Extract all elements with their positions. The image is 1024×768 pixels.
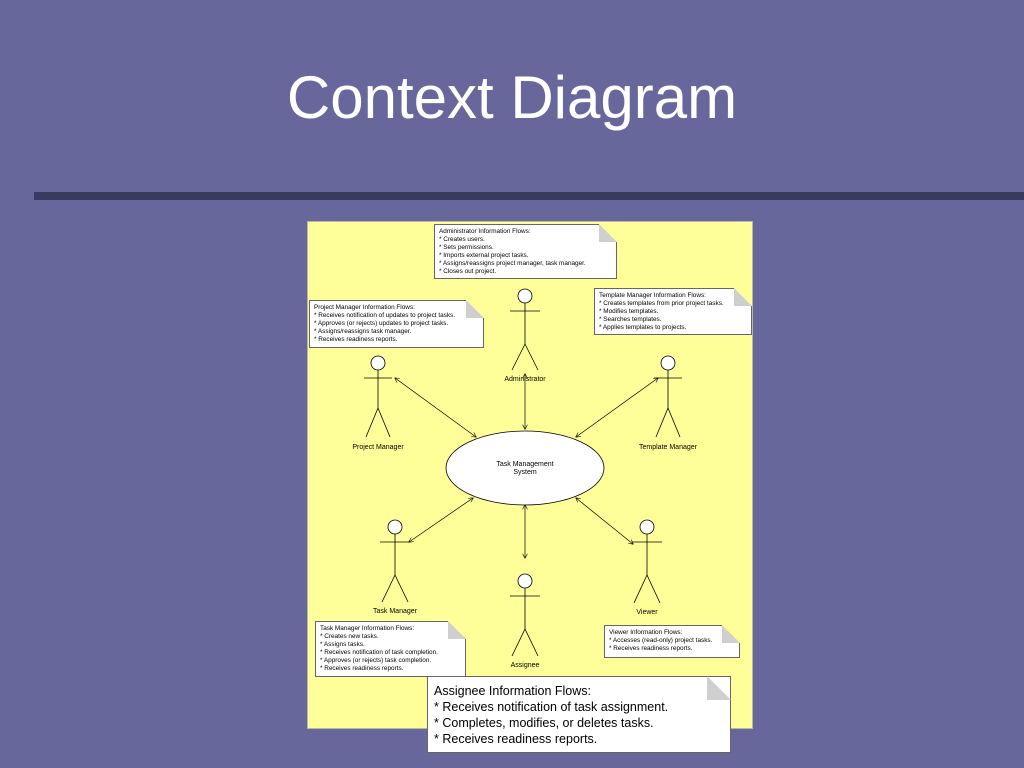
note-item: * Receives readiness reports.: [434, 732, 598, 746]
note-item: * Sets permissions.: [439, 244, 494, 251]
actor-viewer-figure: [632, 519, 662, 604]
note-item: * Assigns/reassigns project manager, tas…: [439, 260, 586, 267]
note-item: * Applies templates to projects.: [599, 324, 687, 331]
note-item: * Closes out project.: [439, 268, 497, 275]
note-item: * Accesses (read-only) project tasks.: [609, 637, 713, 644]
note-title: Viewer Information Flows:: [609, 629, 683, 636]
note-item: * Approves (or rejects) updates to proje…: [314, 320, 449, 327]
note-item: * Completes, modifies, or deletes tasks.: [434, 716, 654, 730]
actor-task-manager-figure: [380, 519, 410, 603]
note-item: * Assigns/reassigns task manager.: [314, 328, 412, 335]
flow-project-manager: [395, 378, 476, 437]
note-item: * Receives readiness reports.: [609, 645, 693, 652]
actor-template-manager-figure: [654, 355, 682, 438]
actor-administrator-figure: [510, 288, 540, 371]
actor-project-manager-label: Project Manager: [352, 444, 404, 451]
flow-template-manager: [576, 378, 658, 437]
actor-project-manager-figure: [364, 355, 392, 438]
context-diagram: Task Management System Administrator Pro…: [307, 221, 753, 729]
actor-template-manager-label: Template Manager: [639, 444, 698, 451]
flow-viewer: [576, 498, 633, 544]
note-item: * Searches templates.: [599, 316, 662, 323]
note-item: * Receives notification of updates to pr…: [314, 312, 456, 319]
diagram-canvas: Task Management System Administrator Pro…: [352, 288, 698, 669]
actor-administrator-label: Administrator: [504, 376, 546, 383]
note-item: * Assigns tasks.: [320, 641, 365, 648]
note-item: * Creates new tasks.: [320, 633, 379, 640]
note-item: * Creates templates from prior project t…: [599, 300, 724, 307]
note-item: * Receives readiness reports.: [320, 665, 404, 672]
note-viewer-flows: Viewer Information Flows: * Accesses (re…: [604, 625, 740, 658]
note-item: * Approves (or rejects) task completion.: [320, 657, 432, 664]
note-task-manager-flows: Task Manager Information Flows: * Create…: [315, 621, 466, 677]
note-administrator-flows: Administrator Information Flows: * Creat…: [434, 224, 617, 279]
note-title: Administrator Information Flows:: [439, 228, 531, 235]
note-title: Project Manager Information Flows:: [314, 304, 415, 311]
note-item: * Receives notification of task completi…: [320, 649, 438, 656]
actor-assignee-label: Assignee: [511, 662, 540, 669]
note-item: * Receives readiness reports.: [314, 336, 398, 343]
note-project-manager-flows: Project Manager Information Flows: * Rec…: [309, 300, 484, 348]
note-assignee-flows: Assignee Information Flows: * Receives n…: [427, 676, 731, 753]
note-item: * Imports external project tasks.: [439, 252, 529, 259]
slide-title: Context Diagram: [286, 64, 738, 131]
flow-task-manager: [409, 498, 473, 542]
system-ellipse: [445, 430, 605, 506]
note-template-manager-flows: Template Manager Information Flows: * Cr…: [594, 288, 752, 335]
note-title: Assignee Information Flows:: [434, 684, 592, 698]
actor-viewer-label: Viewer: [636, 609, 658, 616]
note-item: * Modifies templates.: [599, 308, 659, 315]
title-divider: [34, 192, 1024, 200]
actor-assignee-figure: [510, 573, 540, 657]
note-title: Task Manager Information Flows:: [320, 625, 415, 632]
system-label-line2: System: [513, 469, 537, 476]
note-title: Template Manager Information Flows:: [599, 292, 706, 299]
note-item: * Receives notification of task assignme…: [434, 700, 669, 714]
note-item: * Creates users.: [439, 236, 485, 243]
system-label-line1: Task Management: [496, 461, 553, 468]
actor-task-manager-label: Task Manager: [373, 608, 418, 615]
